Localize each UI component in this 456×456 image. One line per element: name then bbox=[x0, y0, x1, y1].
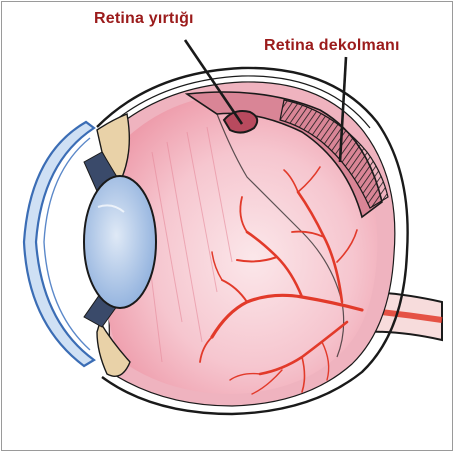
lens bbox=[84, 176, 156, 308]
retinal-detachment-label: Retina dekolmanı bbox=[264, 37, 400, 55]
retinal-tear-label: Retina yırtığı bbox=[94, 10, 194, 28]
figure-frame: Retina yırtığı Retina dekolmanı bbox=[1, 1, 453, 451]
